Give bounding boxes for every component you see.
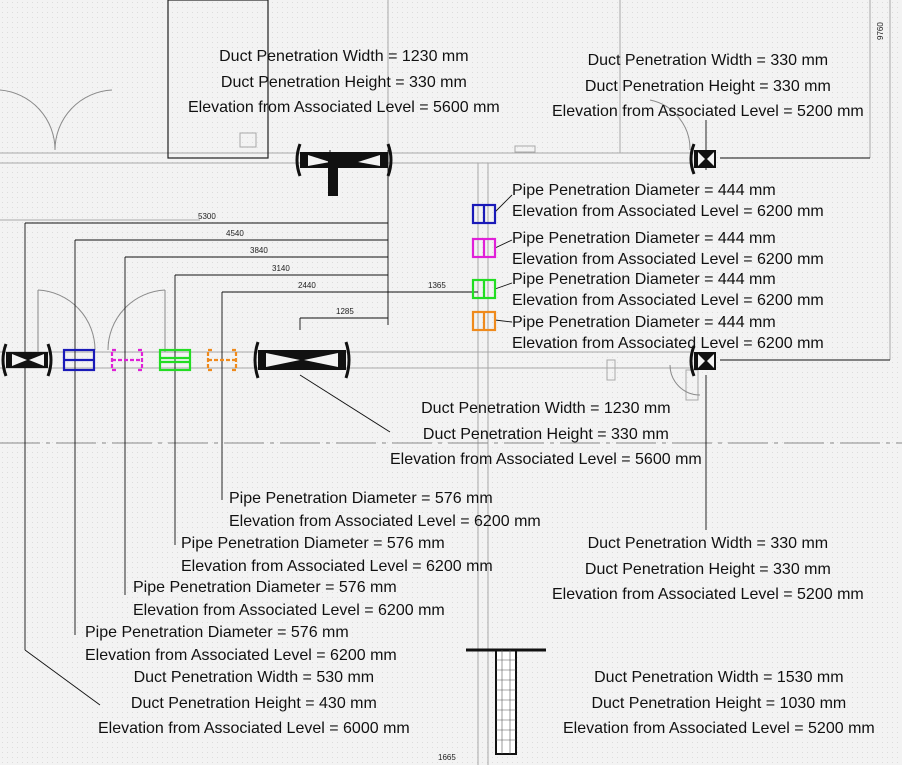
dimension-3840: 3840 xyxy=(250,246,268,255)
elevation-label: Elevation from Associated Level = 5200 m… xyxy=(552,103,864,120)
dimension-lines xyxy=(24,120,890,706)
dimension-1665: 1665 xyxy=(438,753,456,762)
pipe-tag-576-c: Pipe Penetration Diameter = 576 mm Eleva… xyxy=(133,576,445,622)
dimension-2440: 2440 xyxy=(298,281,316,290)
pipe-tag-magenta: Pipe Penetration Diameter = 444 mm Eleva… xyxy=(512,228,824,270)
elevation-label: Elevation from Associated Level = 6200 m… xyxy=(512,292,824,309)
elevation-label: Elevation from Associated Level = 5200 m… xyxy=(552,586,864,603)
pipe-diameter-label: Pipe Penetration Diameter = 444 mm xyxy=(512,182,776,199)
pipe-tag-576-a: Pipe Penetration Diameter = 576 mm Eleva… xyxy=(229,487,541,533)
elevation-label: Elevation from Associated Level = 6200 m… xyxy=(512,335,824,352)
pipe-diameter-label: Pipe Penetration Diameter = 576 mm xyxy=(133,579,397,596)
duct-width-label: Duct Penetration Width = 330 mm xyxy=(587,535,829,552)
pipe-tag-blue: Pipe Penetration Diameter = 444 mm Eleva… xyxy=(512,180,824,222)
pipe-tag-576-b: Pipe Penetration Diameter = 576 mm Eleva… xyxy=(181,532,493,578)
elevation-label: Elevation from Associated Level = 6200 m… xyxy=(85,647,397,664)
elevation-label: Elevation from Associated Level = 6200 m… xyxy=(512,203,824,220)
dimension-3140: 3140 xyxy=(272,264,290,273)
elevation-label: Elevation from Associated Level = 5200 m… xyxy=(563,720,875,737)
duct-height-label: Duct Penetration Height = 330 mm xyxy=(584,560,831,578)
door-swings xyxy=(0,89,701,396)
elevation-label: Elevation from Associated Level = 6200 m… xyxy=(512,251,824,268)
duct-height-label: Duct Penetration Height = 330 mm xyxy=(220,73,467,91)
duct-tag-top-right: Duct Penetration Width = 330 mm Duct Pen… xyxy=(552,48,864,125)
pipe-diameter-label: Pipe Penetration Diameter = 444 mm xyxy=(512,314,776,331)
pipe-diameter-label: Pipe Penetration Diameter = 444 mm xyxy=(512,271,776,288)
dimension-4540: 4540 xyxy=(226,229,244,238)
dimension-5300: 5300 xyxy=(198,212,216,221)
duct-width-label: Duct Penetration Width = 530 mm xyxy=(133,669,375,686)
pipe-penetrations-column xyxy=(471,203,497,332)
dimension-1365: 1365 xyxy=(428,281,446,290)
duct-tag-top-left: Duct Penetration Width = 1230 mm Duct Pe… xyxy=(188,44,500,121)
pipe-diameter-label: Pipe Penetration Diameter = 576 mm xyxy=(85,624,349,641)
duct-tag-mid: Duct Penetration Width = 1230 mm Duct Pe… xyxy=(390,396,702,473)
duct-height-label: Duct Penetration Height = 330 mm xyxy=(422,425,669,443)
duct-width-label: Duct Penetration Width = 1230 mm xyxy=(421,400,671,417)
pipe-tag-green: Pipe Penetration Diameter = 444 mm Eleva… xyxy=(512,269,824,311)
duct-tag-bottom-left: Duct Penetration Width = 530 mm Duct Pen… xyxy=(98,665,410,742)
elevation-label: Elevation from Associated Level = 6200 m… xyxy=(133,602,445,619)
elevation-label: Elevation from Associated Level = 6200 m… xyxy=(181,558,493,575)
elevation-label: Elevation from Associated Level = 6000 m… xyxy=(98,720,410,737)
dimension-1285: 1285 xyxy=(336,307,354,316)
duct-height-label: Duct Penetration Height = 330 mm xyxy=(584,77,831,95)
dimension-9760: 9760 xyxy=(876,22,885,40)
elevation-label: Elevation from Associated Level = 6200 m… xyxy=(229,513,541,530)
duct-tag-mid-right: Duct Penetration Width = 330 mm Duct Pen… xyxy=(552,531,864,608)
elevation-label: Elevation from Associated Level = 5600 m… xyxy=(188,99,500,116)
pipe-penetrations-wall xyxy=(62,348,238,372)
elevation-label: Elevation from Associated Level = 5600 m… xyxy=(390,451,702,468)
duct-width-label: Duct Penetration Width = 330 mm xyxy=(587,52,829,69)
duct-width-label: Duct Penetration Width = 1530 mm xyxy=(594,669,844,686)
pipe-diameter-label: Pipe Penetration Diameter = 576 mm xyxy=(181,535,445,552)
pipe-diameter-label: Pipe Penetration Diameter = 576 mm xyxy=(229,490,493,507)
pipe-tag-orange: Pipe Penetration Diameter = 444 mm Eleva… xyxy=(512,312,824,354)
pipe-diameter-label: Pipe Penetration Diameter = 444 mm xyxy=(512,230,776,247)
duct-height-label: Duct Penetration Height = 430 mm xyxy=(130,694,377,712)
duct-penetrations xyxy=(1,143,716,755)
duct-width-label: Duct Penetration Width = 1230 mm xyxy=(219,48,469,65)
pipe-tag-576-d: Pipe Penetration Diameter = 576 mm Eleva… xyxy=(85,621,397,667)
duct-height-label: Duct Penetration Height = 1030 mm xyxy=(591,694,847,712)
duct-tag-bottom-right: Duct Penetration Width = 1530 mm Duct Pe… xyxy=(563,665,875,742)
